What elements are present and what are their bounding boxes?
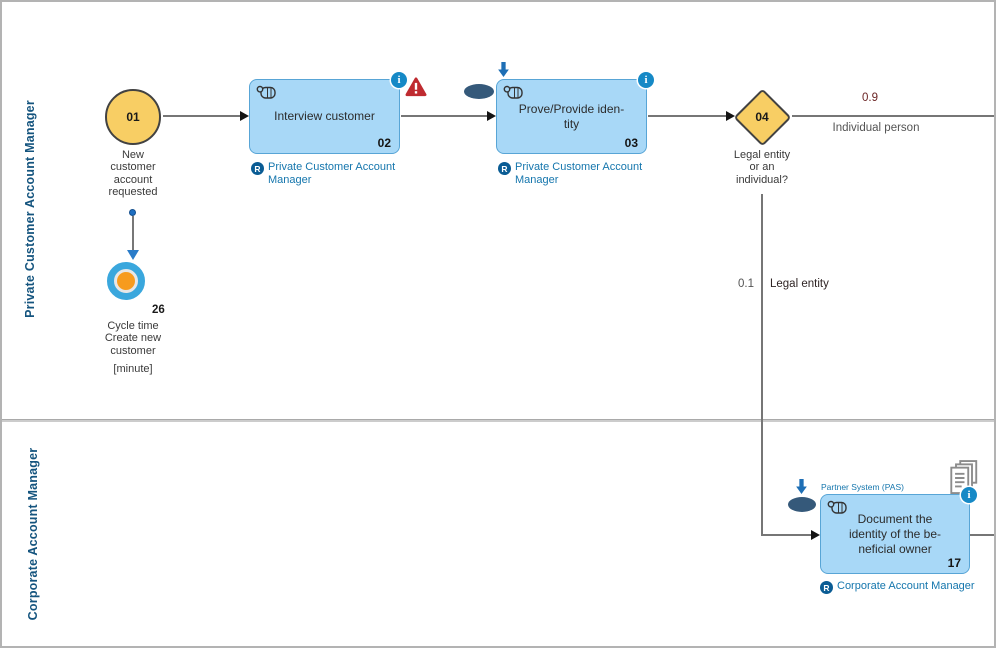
role-label: Private Customer Account Manager bbox=[268, 161, 396, 186]
flow-probability-01: 0.1 bbox=[738, 278, 754, 290]
task-label: Prove/Provide iden- tity bbox=[518, 101, 625, 131]
data-ellipse-icon bbox=[464, 84, 494, 99]
info-icon[interactable]: i bbox=[391, 72, 407, 88]
lane-divider bbox=[2, 419, 994, 422]
manual-task-hand-icon bbox=[827, 500, 847, 519]
role-annotation: R Private Customer Account Manager bbox=[498, 161, 663, 186]
cycle-time-kpi-event[interactable] bbox=[107, 262, 145, 300]
arrowhead-gateway bbox=[726, 111, 735, 121]
start-event-number: 01 bbox=[126, 110, 140, 124]
measure-connector-arrowhead bbox=[127, 250, 139, 260]
sequence-flow-legal-entity-horizontal[interactable] bbox=[761, 534, 811, 536]
task-document-beneficial-owner[interactable]: Partner System (PAS) Document the ident bbox=[788, 460, 978, 574]
lane-corporate-label: Corporate Account Manager bbox=[26, 447, 40, 621]
input-down-arrow-icon bbox=[498, 62, 509, 82]
role-badge-icon: R bbox=[498, 162, 511, 175]
gateway-number: 04 bbox=[755, 110, 769, 124]
kpi-unit-label: [minute] bbox=[113, 363, 153, 375]
gateway-label: Legal entity or an individual? bbox=[733, 149, 791, 186]
arrowhead-document bbox=[811, 530, 820, 540]
task-number: 17 bbox=[947, 556, 961, 570]
role-badge-icon: R bbox=[820, 581, 833, 594]
measure-connector-line[interactable] bbox=[132, 216, 134, 250]
role-label: Corporate Account Manager bbox=[837, 580, 975, 592]
task-label: Document the identity of the be- neficia… bbox=[848, 511, 942, 556]
measure-connector-dot bbox=[129, 209, 136, 216]
data-ellipse-icon bbox=[788, 497, 816, 512]
task-number: 03 bbox=[624, 136, 638, 150]
info-icon[interactable]: i bbox=[961, 487, 977, 503]
kpi-number: 26 bbox=[152, 304, 165, 316]
start-event-label: New customer account requested bbox=[108, 149, 158, 198]
task-interview-customer[interactable]: Interview customer 02 i bbox=[249, 72, 427, 154]
input-down-arrow-icon bbox=[796, 479, 807, 499]
task-label: Interview customer bbox=[274, 109, 375, 123]
arrowhead-interview bbox=[240, 111, 249, 121]
role-annotation: R Corporate Account Manager bbox=[820, 580, 994, 594]
sequence-flow-start-to-interview[interactable] bbox=[163, 115, 240, 117]
role-label: Private Customer Account Manager bbox=[515, 161, 643, 186]
info-icon[interactable]: i bbox=[638, 72, 654, 88]
task-number: 02 bbox=[377, 136, 391, 150]
kpi-center-dot bbox=[117, 272, 135, 290]
partner-system-label: Partner System (PAS) bbox=[821, 482, 904, 492]
sequence-flow-legal-entity-vertical[interactable] bbox=[761, 194, 763, 536]
sequence-flow-document-out[interactable] bbox=[970, 534, 994, 536]
role-badge-icon: R bbox=[251, 162, 264, 175]
lane-private-customer-label: Private Customer Account Manager bbox=[23, 100, 37, 318]
task-prove-provide-identity[interactable]: Prove/Provide iden- tity 03 i bbox=[464, 62, 654, 154]
sequence-flow-interview-to-prove[interactable] bbox=[401, 115, 487, 117]
manual-task-hand-icon bbox=[256, 85, 276, 104]
flow-label-legal-entity: Legal entity bbox=[770, 278, 829, 290]
kpi-label: Cycle time Create new customer bbox=[104, 320, 162, 357]
sequence-flow-individual-person[interactable] bbox=[792, 115, 994, 117]
documents-stack-icon[interactable] bbox=[948, 459, 980, 502]
warning-icon[interactable] bbox=[405, 77, 427, 102]
flow-probability-09: 0.9 bbox=[862, 92, 878, 104]
start-event[interactable]: 01 bbox=[105, 89, 161, 145]
manual-task-hand-icon bbox=[503, 85, 523, 104]
sequence-flow-prove-to-gateway[interactable] bbox=[648, 115, 726, 117]
arrowhead-prove bbox=[487, 111, 496, 121]
role-annotation: R Private Customer Account Manager bbox=[251, 161, 416, 186]
flow-label-individual-person: Individual person bbox=[832, 122, 920, 134]
